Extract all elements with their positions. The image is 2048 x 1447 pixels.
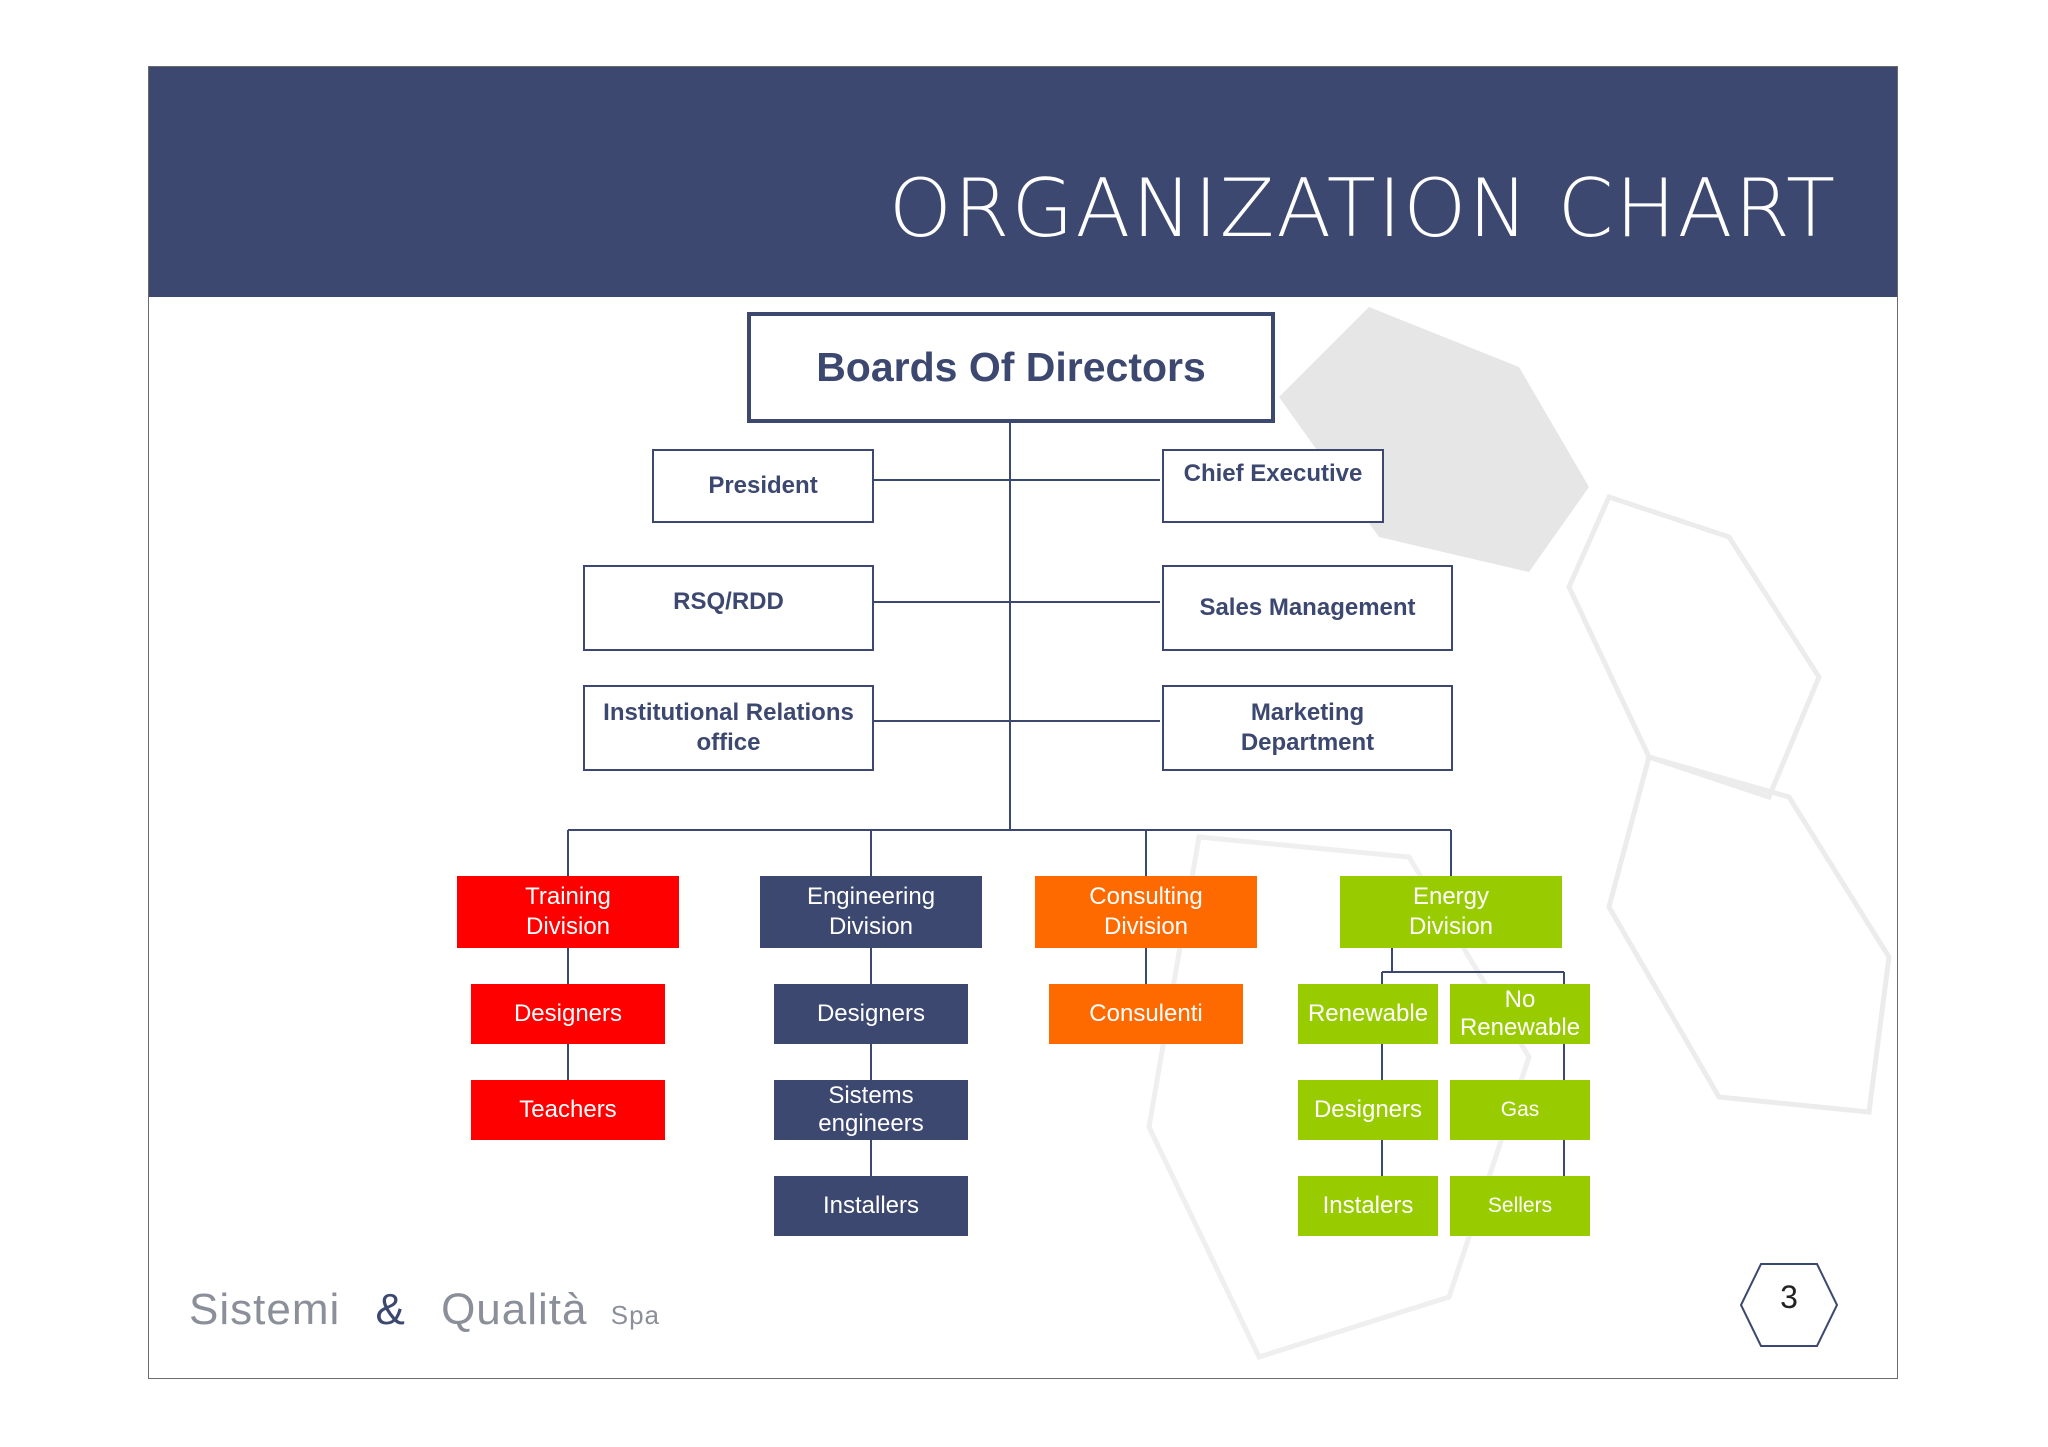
consulting-division-box: Consulting Division (1035, 876, 1257, 948)
consulting-consulenti-box: Consulenti (1049, 984, 1243, 1044)
energy-designers-box: Designers (1298, 1080, 1438, 1140)
energy-no-renewable-box: No Renewable (1450, 984, 1590, 1044)
energy-renewable-box: Renewable (1298, 984, 1438, 1044)
slide: ORGANIZATION CHART Boards Of Directors P… (148, 66, 1898, 1379)
training-teachers-box: Teachers (471, 1080, 665, 1140)
sales-management-box: Sales Management (1162, 565, 1453, 651)
rsq-rdd-box: RSQ/RDD (583, 565, 874, 651)
connector-lines (567, 423, 1565, 1176)
institutional-relations-box: Institutional Relations office (583, 685, 874, 771)
engineering-installers-box: Installers (774, 1176, 968, 1236)
page-number: 3 (1780, 1278, 1798, 1315)
board-of-directors-box: Boards Of Directors (747, 312, 1275, 423)
logo-word-qualita: Qualità (441, 1285, 588, 1334)
president-box: President (652, 449, 874, 523)
energy-gas-box: Gas (1450, 1080, 1590, 1140)
engineering-designers-box: Designers (774, 984, 968, 1044)
logo-ampersand: & (375, 1285, 406, 1334)
company-logo: Sistemi & Qualità Spa (189, 1285, 660, 1345)
marketing-department-box: Marketing Department (1162, 685, 1453, 771)
chief-executive-box: Chief Executive (1162, 449, 1384, 523)
logo-word-sistemi: Sistemi (189, 1285, 341, 1334)
page-title: ORGANIZATION CHART (888, 162, 1837, 255)
training-designers-box: Designers (471, 984, 665, 1044)
page-number-badge: 3 (1739, 1262, 1839, 1348)
logo-suffix: Spa (610, 1300, 660, 1330)
engineering-sistems-engineers-box: Sistems engineers (774, 1080, 968, 1140)
header-bar: ORGANIZATION CHART (149, 67, 1897, 297)
hexagon-icon (1739, 1263, 1839, 1347)
training-division-box: Training Division (457, 876, 679, 948)
hexagon-background (1146, 307, 1892, 1361)
energy-division-box: Energy Division (1340, 876, 1562, 948)
energy-sellers-box: Sellers (1450, 1176, 1590, 1236)
energy-instalers-box: Instalers (1298, 1176, 1438, 1236)
engineering-division-box: Engineering Division (760, 876, 982, 948)
